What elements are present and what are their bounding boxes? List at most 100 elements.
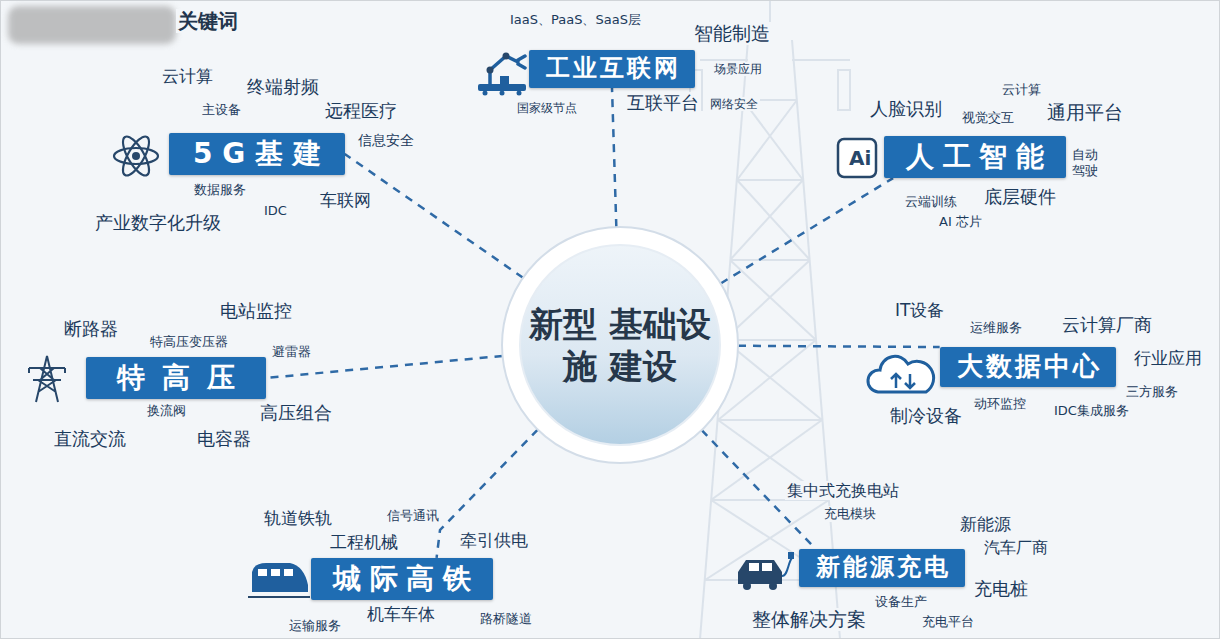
atom-icon [118,133,154,179]
category-box: 城际高铁 [311,558,493,600]
keyword-label: 底层硬件 [982,186,1058,208]
title: 关键词 [176,9,240,33]
robot-icon [490,56,525,84]
dashed-connector [721,178,893,283]
category-box: 新能源充电 [799,549,964,587]
keyword-label: IT设备 [893,300,946,320]
keyword-label: 设备生产 [873,594,929,610]
keyword-label: 充电模块 [822,506,878,522]
category-box: 工业互联网 [529,50,694,88]
pylon-icon [29,356,65,402]
keyword-label: 断路器 [62,318,120,340]
cloud-icon [891,374,915,388]
keyword-label: 路桥隧道 [478,611,534,627]
keyword-label: 充电平台 [920,614,976,630]
keyword-label: 汽车厂商 [982,538,1050,557]
keyword-label: 终端射频 [245,76,321,98]
category-box: 特高压 [86,357,265,399]
hub-image [520,245,720,445]
robot-icon [500,91,505,96]
box-title: 城际高铁 [333,563,479,595]
car-icon [738,560,782,584]
keyword-label: 远程医疗 [323,100,399,122]
atom-icon [114,148,158,164]
box-title: 大数据中心 [957,352,1103,382]
keyword-label: 云计算 [1000,82,1043,98]
train-icon [258,569,267,576]
keyword-label: IDC [262,203,289,219]
keyword-label: 车联网 [318,190,373,210]
robot-icon [478,84,526,91]
keyword-label: 信号通讯 [385,508,441,524]
keyword-label: 产业数字化升级 [93,212,223,234]
dashed-connector [738,346,940,347]
box-title: 特高压 [117,362,251,394]
dashed-connector [612,88,616,227]
keyword-label: 云计算 [160,66,215,86]
train-icon [271,569,280,576]
car-icon [782,558,792,576]
keyword-label: 整体解决方案 [750,608,868,631]
keyword-label: 主设备 [200,102,243,118]
keyword-label: 三方服务 [1124,384,1180,400]
cloud-icon [868,356,934,392]
keyword-label: 云端训练 [903,194,959,210]
car-icon [743,582,751,590]
keyword-label: 牵引供电 [458,530,530,550]
box-title: 工业互联网 [546,55,680,83]
keyword-label: 集中式充换电站 [785,481,901,500]
keyword-label: 国家级节点 [515,101,579,115]
keyword-label: 工程机械 [328,532,400,552]
category-box: 人工智能 [884,136,1066,178]
hub-title: 新型 基础设施 建设 [525,303,715,388]
robot-icon [503,53,510,60]
keyword-label: 互联平台 [625,92,701,114]
box-title: 人工智能 [906,141,1052,173]
robot-icon [487,67,494,74]
car-icon [788,552,794,559]
keyword-label: 信息安全 [356,132,416,149]
keyword-label: 换流阀 [145,403,188,419]
atom-icon [132,152,140,160]
dashed-connector [345,154,523,278]
box-title: 新能源充电 [816,554,950,582]
keyword-label: 高压组合 [258,402,334,424]
keyword-label: 电站监控 [218,300,294,322]
keyword-label: 机车车体 [365,604,437,624]
keyword-label: 运维服务 [968,320,1024,336]
keyword-label: 人脸识别 [868,98,944,120]
train-icon [252,563,308,592]
dashed-connector [437,430,538,558]
keyword-label: 场景应用 [712,62,764,76]
keyword-label: 直流交流 [52,428,128,450]
hub-ring [502,227,738,463]
keyword-label: IaaS、PaaS、SaaS层 [508,12,643,28]
car-icon [762,563,772,571]
keyword-label: 智能制造 [692,22,772,45]
category-box: 5G基建 [169,133,344,175]
keyword-label: 轨道铁轨 [262,508,334,528]
keyword-label: 充电桩 [972,578,1030,600]
ai-icon [838,139,876,177]
box-title: 5G基建 [193,138,331,170]
train-icon [284,569,293,576]
keyword-label: 云计算厂商 [1060,314,1154,336]
keyword-label: 动环监控 [972,396,1028,412]
hub-circle: 新型 基础设施 建设 [500,225,740,465]
robot-icon [483,91,488,96]
keyword-label: IDC集成服务 [1052,403,1131,419]
car-icon [749,563,759,571]
blurred-patch [8,6,176,44]
keyword-label: 数据服务 [192,182,248,198]
keyword-label: 制冷设备 [888,405,964,427]
atom-icon [118,133,154,179]
keyword-label: 行业应用 [1132,348,1204,368]
category-box: 大数据中心 [940,347,1117,387]
keyword-label: 避雷器 [270,344,313,360]
keyword-label: 特高压变压器 [148,334,230,350]
keyword-label: 自动 驾驶 [1070,147,1104,178]
robot-icon [517,91,522,96]
keyword-label: 运输服务 [287,618,343,634]
train-icon [248,596,310,598]
